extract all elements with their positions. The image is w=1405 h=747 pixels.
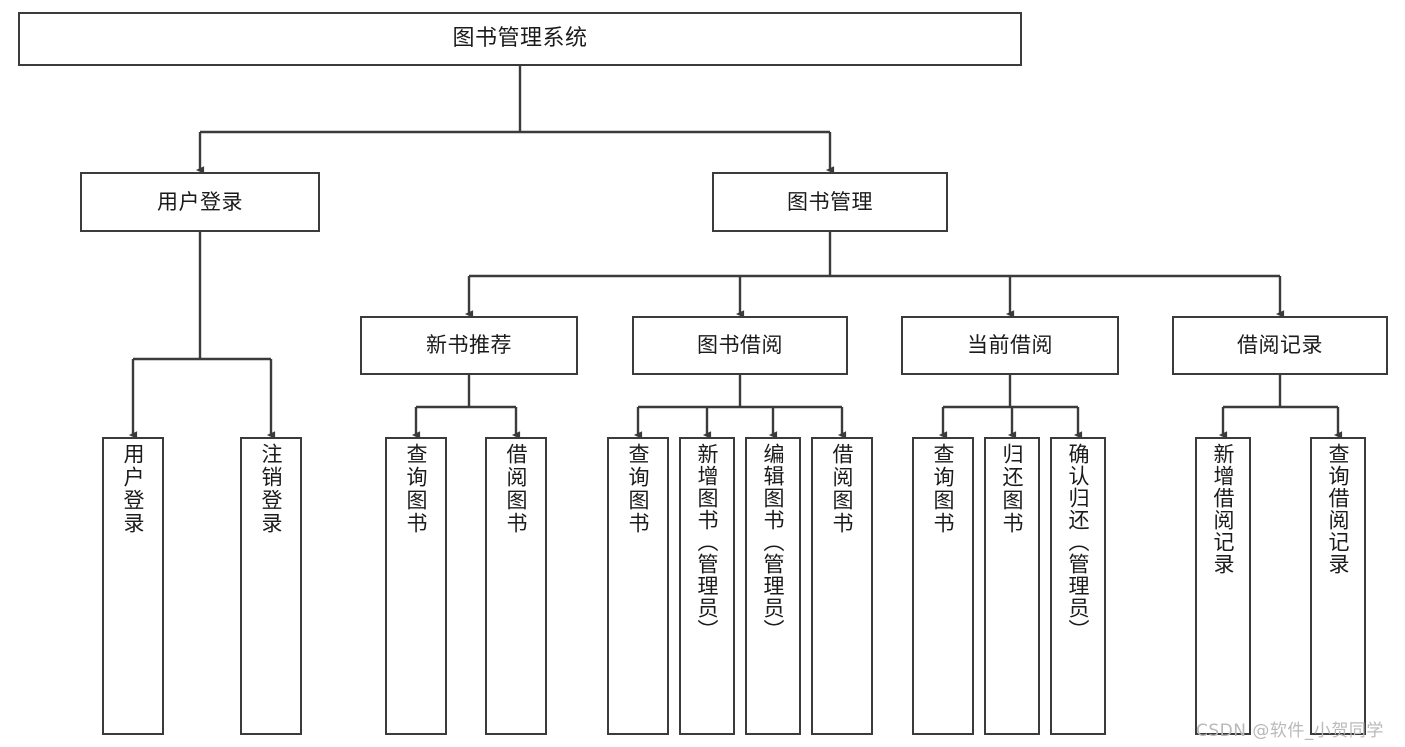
node-label: 查询图书 — [626, 443, 651, 535]
node-leaf-query-book-current[interactable]: 查询图书 — [912, 437, 974, 735]
node-label: 图书借阅 — [697, 333, 783, 358]
node-new-book-recommend[interactable]: 新书推荐 — [360, 316, 578, 375]
node-leaf-borrow-book[interactable]: 借阅图书 — [811, 437, 873, 735]
node-label: 注销登录 — [259, 443, 284, 535]
node-label: 用户登录 — [157, 189, 243, 214]
node-leaf-add-borrow-record[interactable]: 新增借阅记录 — [1195, 437, 1251, 735]
node-label: 查询借阅记录 — [1326, 443, 1351, 575]
node-leaf-borrow-book-recommend[interactable]: 借阅图书 — [485, 437, 547, 735]
node-label: 图书管理系统 — [452, 26, 588, 52]
node-leaf-add-book-admin[interactable]: 新增图书（管理员） — [679, 437, 735, 735]
watermark-text: CSDN @软件_小贺同学 — [1196, 721, 1384, 741]
node-book-management[interactable]: 图书管理 — [712, 172, 948, 232]
node-leaf-confirm-return-admin[interactable]: 确认归还（管理员） — [1050, 437, 1106, 735]
node-label: 借阅图书 — [504, 443, 529, 535]
node-root-system[interactable]: 图书管理系统 — [18, 12, 1022, 66]
node-user-login[interactable]: 用户登录 — [80, 172, 320, 232]
node-label: 查询图书 — [404, 443, 429, 535]
node-leaf-user-login[interactable]: 用户登录 — [102, 437, 164, 735]
node-leaf-return-book[interactable]: 归还图书 — [984, 437, 1040, 735]
node-borrow-record[interactable]: 借阅记录 — [1172, 316, 1388, 375]
node-book-borrow[interactable]: 图书借阅 — [632, 316, 848, 375]
node-label: 借阅图书 — [830, 443, 855, 535]
node-label: 新增借阅记录 — [1211, 443, 1236, 575]
node-label: 确认归还（管理员） — [1066, 443, 1091, 641]
node-label: 新增图书（管理员） — [695, 443, 720, 641]
node-label: 新书推荐 — [426, 333, 512, 358]
node-leaf-query-book-recommend[interactable]: 查询图书 — [385, 437, 447, 735]
node-label: 编辑图书（管理员） — [761, 443, 786, 641]
node-leaf-logout[interactable]: 注销登录 — [240, 437, 302, 735]
node-leaf-query-borrow-record[interactable]: 查询借阅记录 — [1310, 437, 1366, 735]
node-current-borrow[interactable]: 当前借阅 — [901, 316, 1119, 375]
node-leaf-edit-book-admin[interactable]: 编辑图书（管理员） — [745, 437, 801, 735]
node-label: 归还图书 — [1000, 443, 1025, 535]
node-leaf-query-book-borrow[interactable]: 查询图书 — [607, 437, 669, 735]
node-label: 用户登录 — [121, 443, 146, 535]
node-label: 图书管理 — [787, 189, 873, 214]
node-label: 借阅记录 — [1237, 333, 1323, 358]
node-label: 查询图书 — [931, 443, 956, 535]
node-label: 当前借阅 — [967, 333, 1053, 358]
